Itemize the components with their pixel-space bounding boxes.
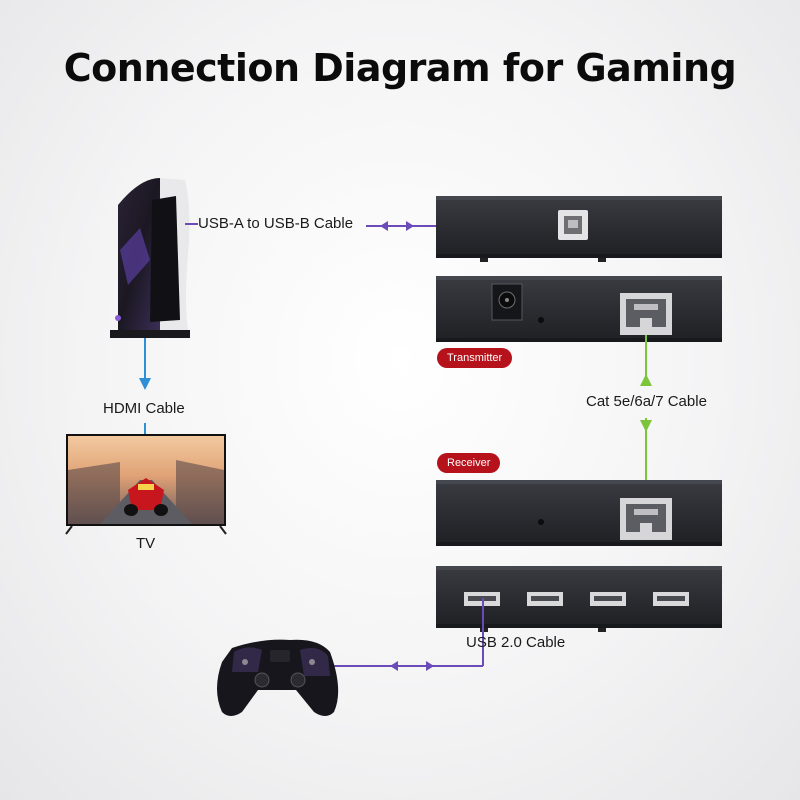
usb2-cable-label: USB 2.0 Cable: [466, 634, 566, 651]
transmitter-rj45-panel: [436, 276, 722, 342]
hdmi-cable-label: HDMI Cable: [103, 400, 185, 417]
usb-a-port-icon: [653, 592, 689, 606]
rj45-port-icon: [620, 498, 672, 540]
transmitter-badge: Transmitter: [437, 348, 513, 368]
hdmi-cable: [139, 338, 151, 434]
tv-label: TV: [136, 535, 156, 552]
page-title: Connection Diagram for Gaming: [63, 46, 737, 90]
usb-a-port-icon: [527, 592, 563, 606]
cat-cable-label: Cat 5e/6a/7 Cable: [586, 393, 707, 410]
console-icon: [110, 178, 190, 338]
cat-cable: [640, 335, 652, 505]
receiver-rj45-panel: [436, 480, 722, 546]
tv-icon: [65, 434, 227, 535]
usb2-cable: [318, 598, 484, 671]
gamepad-icon: [217, 639, 339, 716]
rj45-port-icon: [620, 293, 672, 335]
usb-a-b-cable-label: USB-A to USB-B Cable: [198, 215, 354, 232]
usb-b-port-icon: [558, 210, 588, 240]
transmitter-usb-panel: [436, 196, 722, 262]
receiver-badge: Receiver: [437, 453, 501, 473]
dc-jack-icon: [491, 283, 523, 321]
usb-a-port-icon: [590, 592, 626, 606]
receiver-usb-panel: [436, 566, 722, 632]
